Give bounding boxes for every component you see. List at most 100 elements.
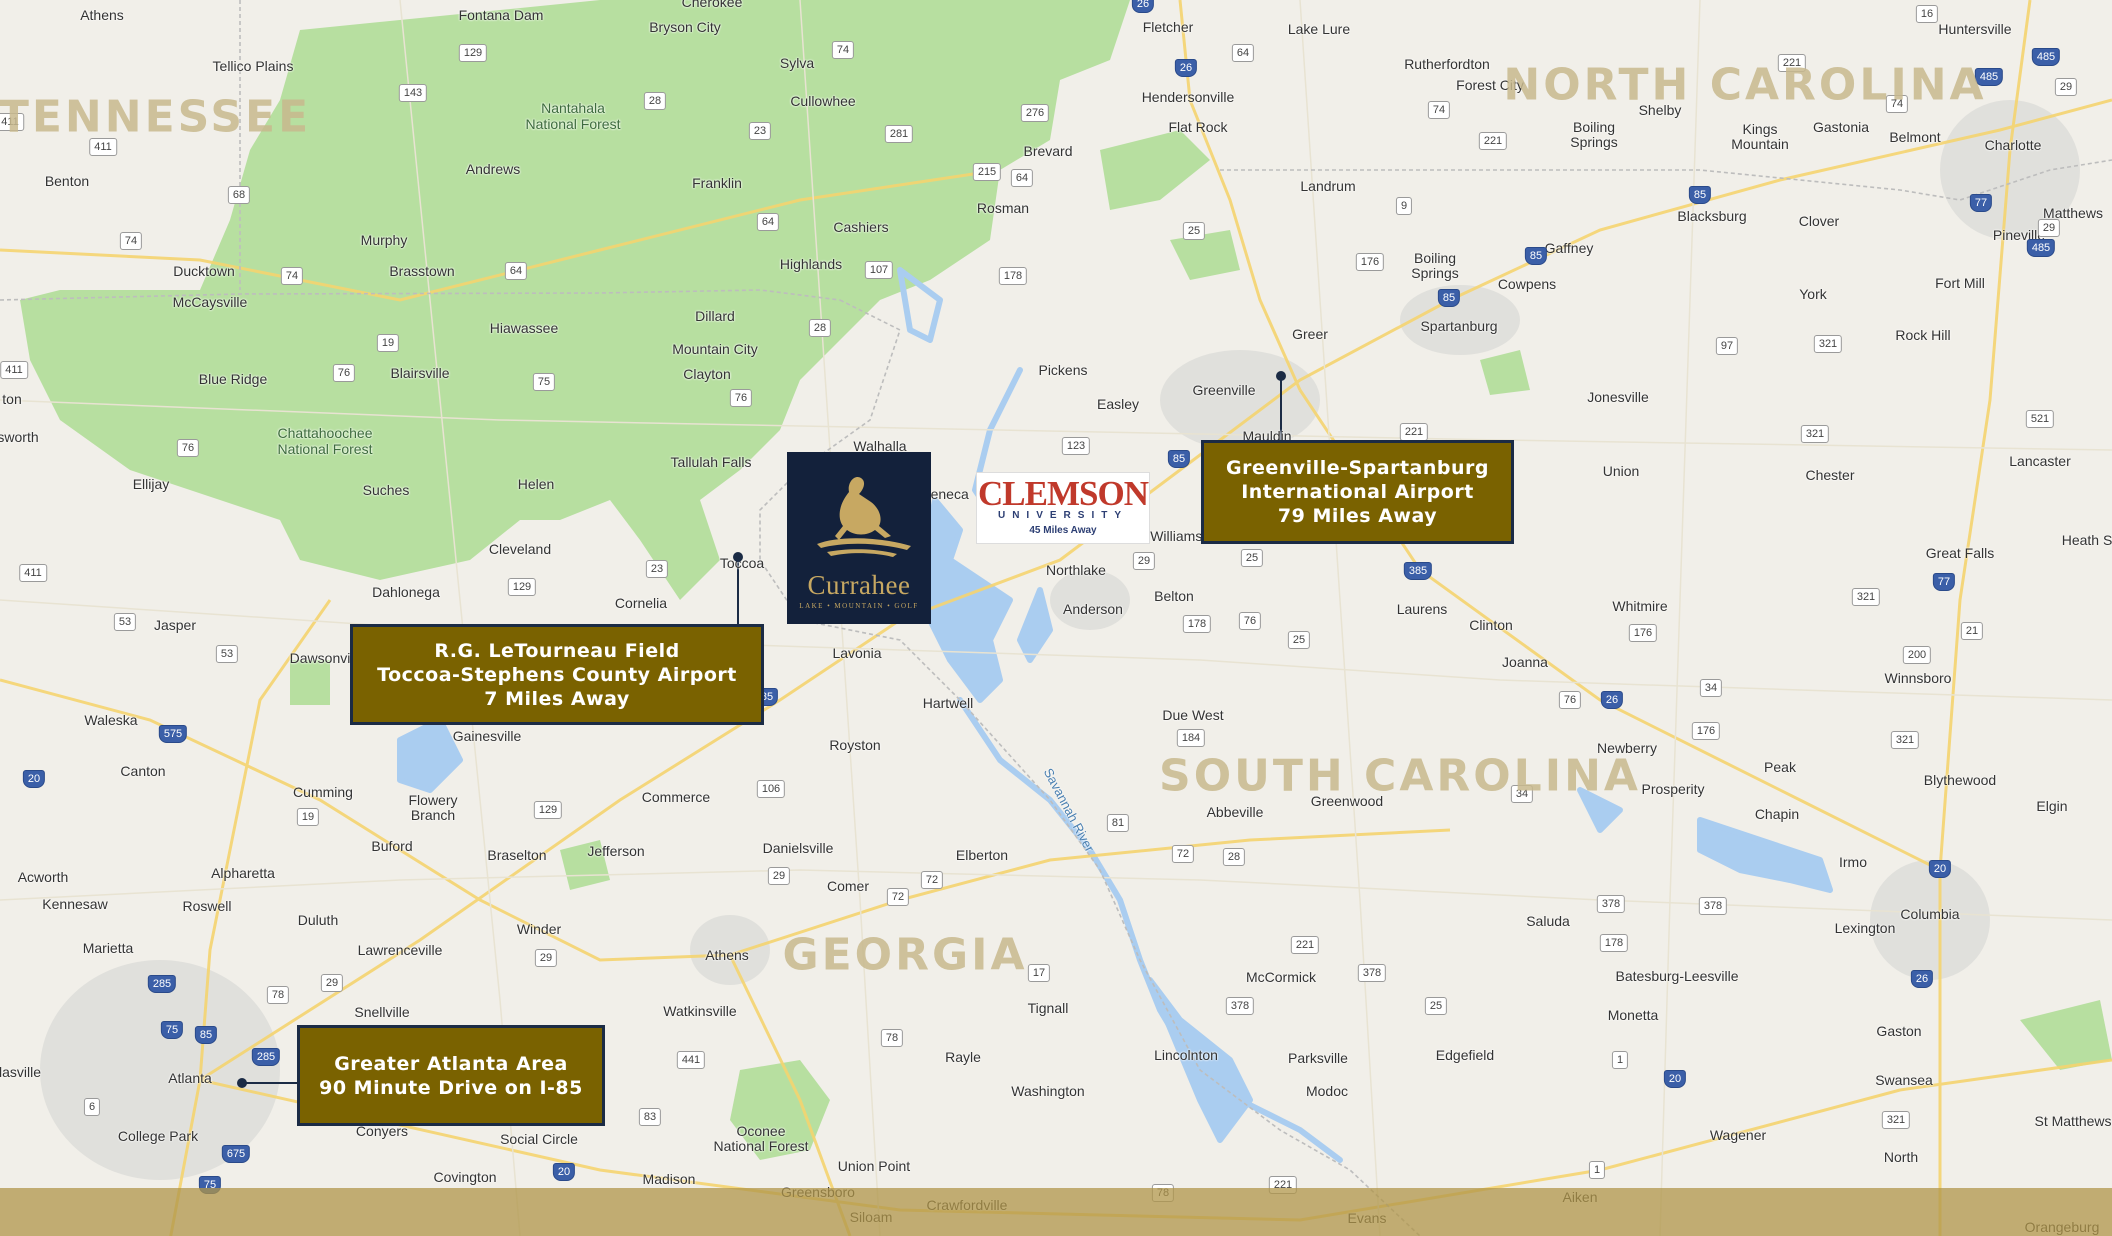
gsp-airport-marker[interactable] xyxy=(1276,371,1286,381)
interstate-shield-icon: 20 xyxy=(1928,860,1952,878)
interstate-shield-icon: 77 xyxy=(1969,194,1993,212)
place-label: Danielsville xyxy=(762,840,834,856)
interstate-shield-icon: 26 xyxy=(1131,0,1155,13)
place-label: Anderson xyxy=(1063,601,1123,617)
highway-shield-icon: 25 xyxy=(1240,549,1264,567)
highway-shield-icon: 76 xyxy=(1558,691,1582,709)
place-label: Winder xyxy=(516,921,562,937)
place-label: Joanna xyxy=(1502,654,1548,670)
place-label: Bryson City xyxy=(649,19,721,35)
interstate-shield-icon: 20 xyxy=(1663,1070,1687,1088)
highway-shield-icon: 72 xyxy=(1171,845,1195,863)
highway-shield-icon: 1 xyxy=(1611,1051,1629,1069)
place-label: Clayton xyxy=(683,366,731,382)
place-label: Lexington xyxy=(1834,920,1896,936)
interstate-shield-icon: 575 xyxy=(158,725,188,743)
highway-shield-icon: 53 xyxy=(215,645,239,663)
place-label: North xyxy=(1883,1149,1919,1165)
place-label: Peak xyxy=(1764,759,1796,775)
highway-shield-icon: 97 xyxy=(1715,337,1739,355)
callout-toccoa-airport[interactable]: R.G. LeTourneau Field Toccoa-Stephens Co… xyxy=(350,624,764,725)
highway-shield-icon: 281 xyxy=(884,125,914,143)
highway-shield-icon: 378 xyxy=(1357,964,1387,982)
highway-shield-icon: 441 xyxy=(676,1051,706,1069)
interstate-shield-icon: 285 xyxy=(147,975,177,993)
callout-line: International Airport xyxy=(1241,481,1474,503)
callout-line: R.G. LeTourneau Field xyxy=(434,639,680,662)
clemson-name: CLEMSON xyxy=(978,474,1149,513)
place-label: Gaston xyxy=(1876,1023,1922,1039)
interstate-shield-icon: 20 xyxy=(22,770,46,788)
highway-shield-icon: 83 xyxy=(638,1108,662,1126)
forest-label: Nantahala National Forest xyxy=(525,100,621,132)
place-label: Kings Mountain xyxy=(1731,121,1789,152)
atlanta-marker[interactable] xyxy=(237,1078,247,1088)
state-label-tn: TENNESSEE xyxy=(0,91,312,143)
highway-shield-icon: 123 xyxy=(1061,437,1091,455)
highway-shield-icon: 34 xyxy=(1699,679,1723,697)
callout-gsp-airport[interactable]: Greenville-Spartanburg International Air… xyxy=(1201,440,1514,544)
place-label: Lancaster xyxy=(2009,453,2071,469)
place-label: Covington xyxy=(433,1169,497,1185)
place-label: Belmont xyxy=(1889,129,1941,145)
place-label: Gainesville xyxy=(452,728,522,744)
place-label: Rosman xyxy=(976,200,1030,216)
place-label: Chapin xyxy=(1754,806,1800,822)
interstate-shield-icon: 26 xyxy=(1600,691,1624,709)
place-label: Duluth xyxy=(297,912,339,928)
place-label: Blacksburg xyxy=(1677,208,1747,224)
highway-shield-icon: 72 xyxy=(886,888,910,906)
highway-shield-icon: 74 xyxy=(119,232,143,250)
highway-shield-icon: 221 xyxy=(1478,132,1508,150)
place-label: Lavonia xyxy=(832,645,882,661)
highway-shield-icon: 276 xyxy=(1020,104,1050,122)
highway-shield-icon: 74 xyxy=(1885,95,1909,113)
highway-shield-icon: 28 xyxy=(643,92,667,110)
place-label: Batesburg-Leesville xyxy=(1615,968,1739,984)
place-label: Cleveland xyxy=(488,541,552,557)
place-label: Washington xyxy=(1011,1083,1085,1099)
toccoa-airport-marker[interactable] xyxy=(733,552,743,562)
clemson-distance: 45 Miles Away xyxy=(1029,525,1097,536)
callout-line: 79 Miles Away xyxy=(1277,505,1438,527)
callout-atlanta[interactable]: Greater Atlanta Area 90 Minute Drive on … xyxy=(297,1025,605,1126)
place-label: Clinton xyxy=(1469,617,1513,633)
place-label: Lawrenceville xyxy=(357,942,443,958)
interstate-shield-icon: 26 xyxy=(1174,59,1198,77)
currahee-logo[interactable]: Currahee LAKE • MOUNTAIN • GOLF xyxy=(787,452,931,624)
highway-shield-icon: 53 xyxy=(113,613,137,631)
highway-shield-icon: 521 xyxy=(2025,410,2055,428)
place-label: Saluda xyxy=(1526,913,1570,929)
highway-shield-icon: 178 xyxy=(998,267,1028,285)
highway-shield-icon: 74 xyxy=(831,41,855,59)
highway-shield-icon: 184 xyxy=(1176,729,1206,747)
place-label: Lincolnton xyxy=(1154,1047,1218,1063)
logo-tagline: LAKE • MOUNTAIN • GOLF xyxy=(799,602,919,610)
clemson-badge[interactable]: CLEMSON UNIVERSITY 45 Miles Away xyxy=(976,472,1150,544)
place-label: Boiling Springs xyxy=(1411,250,1459,281)
place-label: Dahlonega xyxy=(372,584,440,600)
place-label: Ellijay xyxy=(132,476,170,492)
place-label: Fontana Dam xyxy=(458,7,544,23)
place-label: Hiawassee xyxy=(489,320,559,336)
highway-shield-icon: 215 xyxy=(972,163,1002,181)
highway-shield-icon: 29 xyxy=(2054,78,2078,96)
highway-shield-icon: 321 xyxy=(1800,425,1830,443)
callout-line: Greenville-Spartanburg xyxy=(1226,457,1489,479)
place-label: Matthews xyxy=(2043,205,2103,221)
highway-shield-icon: 106 xyxy=(756,780,786,798)
place-label: Shelby xyxy=(1638,102,1682,118)
highway-shield-icon: 64 xyxy=(1231,44,1255,62)
highway-shield-icon: 76 xyxy=(332,364,356,382)
highway-shield-icon: 17 xyxy=(1027,964,1051,982)
place-label: Rayle xyxy=(945,1049,981,1065)
place-label: Cumming xyxy=(293,784,353,800)
highway-shield-icon: 1 xyxy=(1588,1161,1606,1179)
place-label: Oconee National Forest xyxy=(713,1123,809,1154)
highway-shield-icon: 29 xyxy=(767,867,791,885)
place-label: Braselton xyxy=(487,847,547,863)
place-label: Kennesaw xyxy=(42,896,108,912)
highway-shield-icon: 34 xyxy=(1510,785,1534,803)
